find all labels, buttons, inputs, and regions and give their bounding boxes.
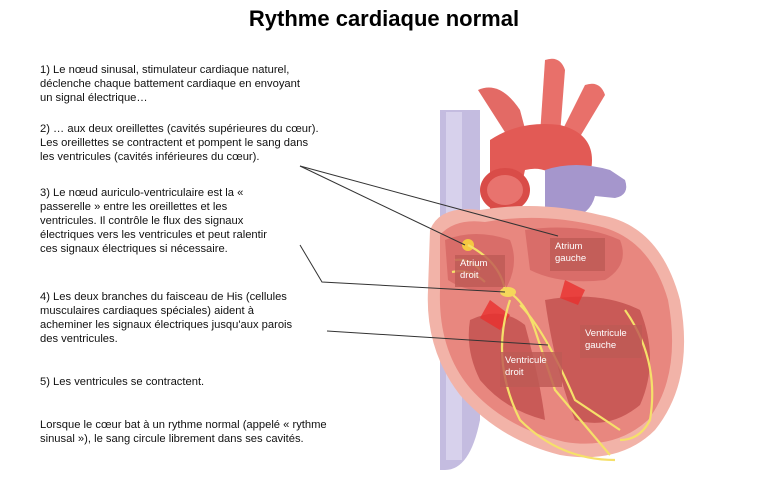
label-atrium-droit: Atrium droit [455, 255, 505, 287]
pulmonary-artery-icon [545, 165, 627, 218]
pointer-lines [299, 165, 559, 346]
step-2-atria-text: 2) … aux deux oreillettes (cavités supér… [40, 123, 319, 163]
sinus-rhythm-summary-text: Lorsque le cœur bat à un rythme normal (… [40, 419, 327, 445]
label-ventricule-droit: Ventricule droit [500, 352, 562, 387]
step-5-ventricles-text: 5) Les ventricules se contractent. [40, 376, 205, 388]
page-title: Rythme cardiaque normal [248, 6, 520, 31]
step-3-av-node-text: 3) Le nœud auriculo-ventriculaire est la… [40, 187, 267, 255]
step-1-sinus-node-text: 1) Le nœud sinusal, stimulateur cardiaqu… [40, 64, 300, 104]
step-4-his-bundle-text: 4) Les deux branches du faisceau de His … [40, 291, 293, 345]
label-ventricule-gauche: Ventricule gauche [580, 325, 642, 358]
aorta-icon [478, 58, 605, 215]
label-atrium-gauche: Atrium gauche [550, 238, 605, 271]
